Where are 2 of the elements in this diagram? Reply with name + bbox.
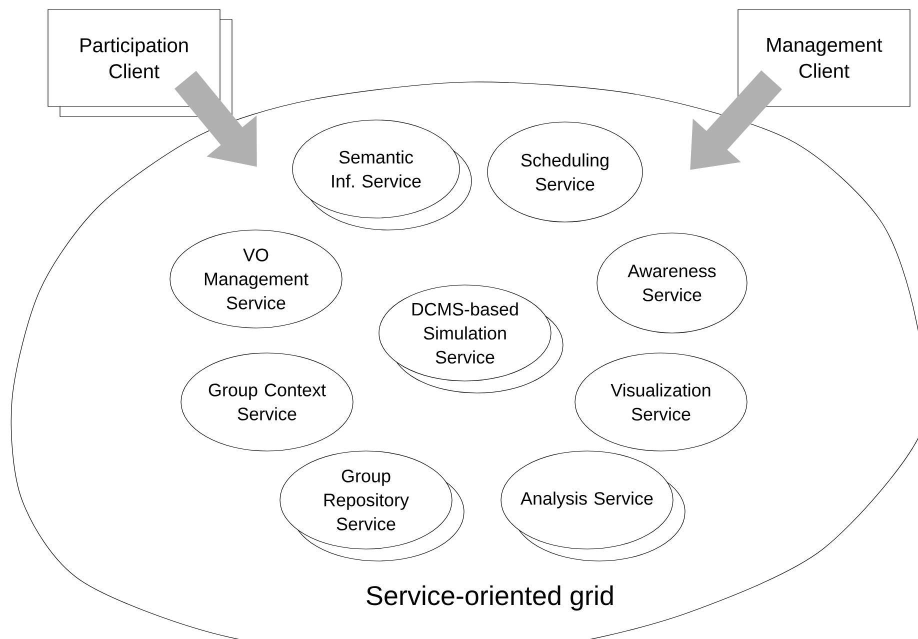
- client-box: Participation Client: [48, 9, 232, 117]
- client-box: Management Client: [738, 9, 910, 107]
